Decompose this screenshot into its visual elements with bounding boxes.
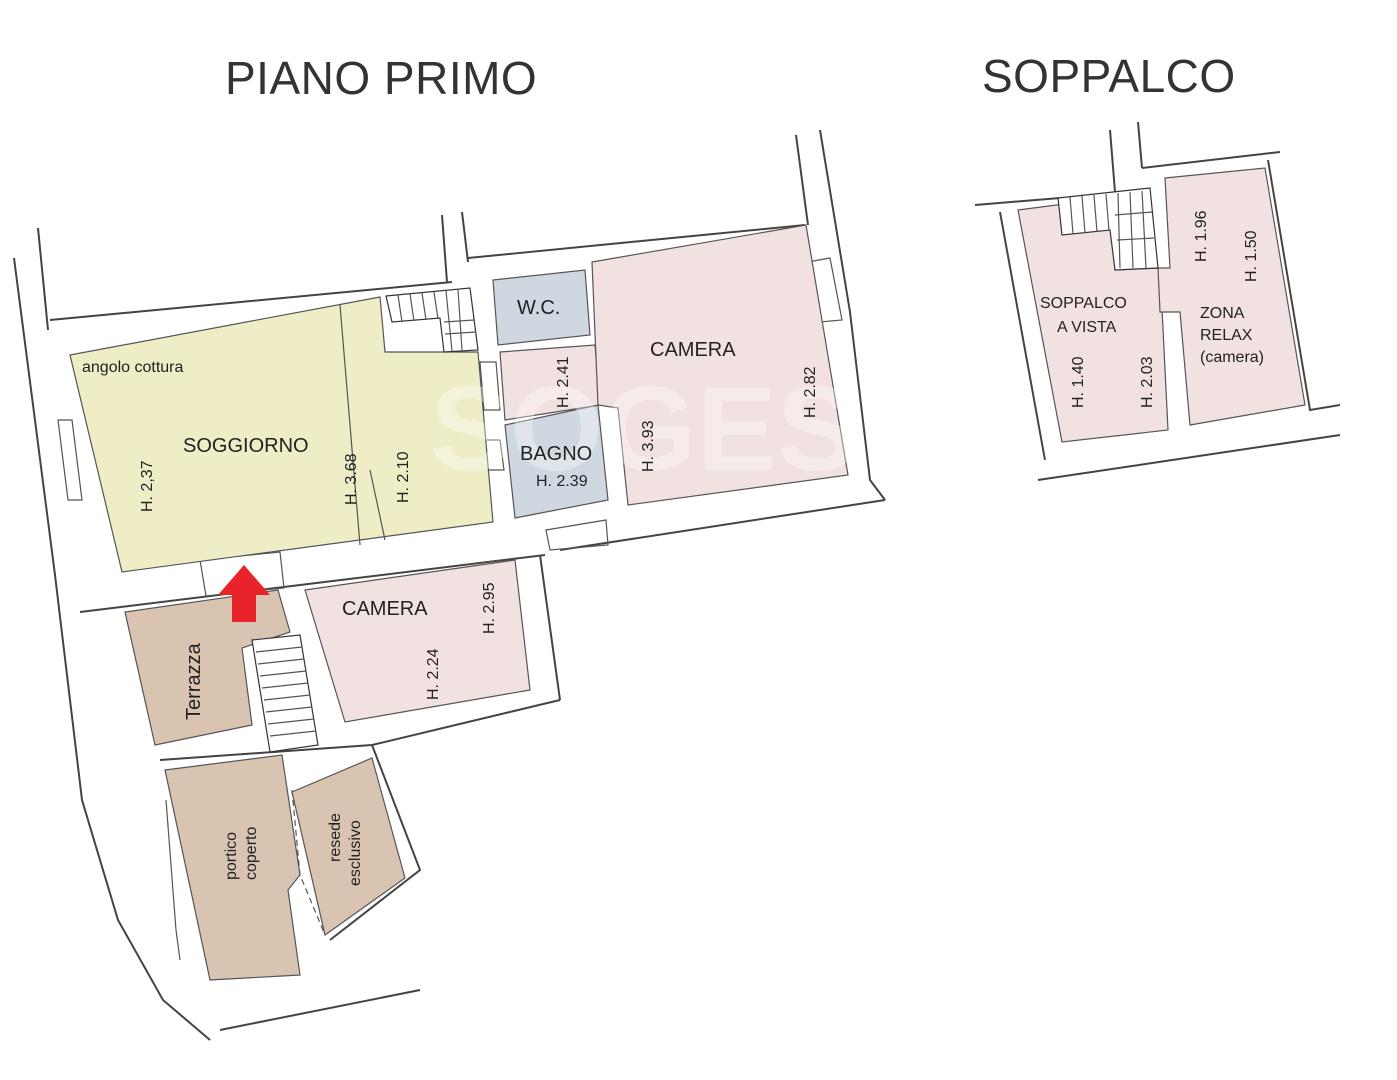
label-zona-3: (camera) — [1200, 349, 1264, 366]
label-resede-2: esclusivo — [347, 820, 364, 886]
height-camera1-b: H. 2.82 — [802, 366, 819, 418]
room-soggiorno — [69, 296, 494, 573]
room-zona-relax — [1157, 167, 1306, 426]
label-zona-2: RELAX — [1200, 327, 1253, 344]
label-angolo-cottura: angolo cottura — [82, 359, 184, 376]
label-wc: W.C. — [517, 297, 560, 319]
room-portico — [164, 754, 301, 981]
room-camera-2 — [304, 559, 531, 723]
watermark-logo: SOGES — [430, 362, 857, 496]
height-soggiorno-b: H. 3.68 — [343, 453, 360, 505]
title-piano-primo: PIANO PRIMO — [225, 52, 537, 104]
label-bagno: BAGNO — [520, 443, 592, 465]
height-soggiorno-c: H. 2.10 — [395, 451, 412, 503]
label-portico-1: portico — [223, 832, 240, 880]
stairs-terrazza — [251, 634, 319, 753]
height-camera1-a: H. 3.93 — [640, 420, 657, 472]
outer-walls — [13, 129, 886, 1041]
height-soggiorno-a: H. 2,37 — [139, 460, 156, 512]
height-camera2-b: H. 2.24 — [425, 648, 442, 700]
room-camera-1 — [591, 224, 849, 506]
label-terrazza: Terrazza — [183, 642, 205, 720]
height-camera2-a: H. 2.95 — [481, 582, 498, 634]
height-zona-a: H. 1.96 — [1193, 210, 1210, 262]
divider-line — [369, 469, 386, 541]
label-camera-1: CAMERA — [650, 339, 736, 361]
label-camera-2: CAMERA — [342, 598, 428, 620]
entrance-arrow-icon — [218, 565, 270, 622]
label-resede-1: resede — [327, 813, 344, 862]
height-soppalco-a: H. 1.40 — [1070, 356, 1087, 408]
label-soggiorno: SOGGIORNO — [183, 435, 309, 457]
stairs-soggiorno — [385, 287, 479, 353]
room-resede — [291, 757, 406, 937]
room-bagno — [504, 404, 609, 519]
room-wc — [492, 269, 591, 346]
room-terrazza — [124, 589, 291, 746]
height-wc: H. 2.41 — [555, 356, 572, 408]
label-portico-2: coperto — [243, 827, 260, 880]
outer-walls-soppalco — [974, 121, 1341, 481]
title-soppalco: SOPPALCO — [982, 50, 1236, 102]
boundary-line — [291, 789, 326, 936]
height-bagno: H. 2.39 — [536, 473, 588, 490]
label-soppalco-2: A VISTA — [1057, 319, 1117, 336]
label-soppalco-1: SOPPALCO — [1040, 295, 1127, 312]
label-zona-1: ZONA — [1200, 305, 1245, 322]
height-zona-b: H. 1.50 — [1243, 230, 1260, 282]
height-soppalco-b: H. 2.03 — [1139, 356, 1156, 408]
divider-line — [339, 304, 361, 546]
stairs-soppalco — [1057, 187, 1159, 271]
